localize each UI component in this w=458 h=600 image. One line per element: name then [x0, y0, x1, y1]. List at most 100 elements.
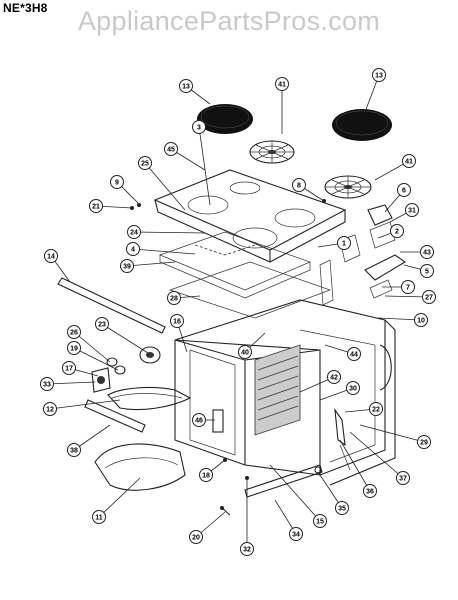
callout-number: 7	[406, 285, 410, 292]
callout-circle	[313, 514, 327, 528]
callout-circle	[240, 542, 254, 556]
callout-number: 43	[423, 250, 431, 257]
callout-circle	[337, 236, 351, 250]
callout-number: 23	[98, 322, 106, 329]
bake-element	[107, 386, 192, 411]
callout-circle	[170, 314, 184, 328]
callout-number: 44	[350, 352, 358, 359]
callout-14: 14	[44, 249, 71, 283]
callout-circle	[396, 471, 410, 485]
callout-10: 10	[377, 313, 428, 327]
callout-number: 15	[316, 519, 324, 526]
callout-number: 29	[420, 440, 428, 447]
callout-41: 41	[374, 154, 416, 181]
callout-circle	[402, 154, 416, 168]
leader-line	[132, 248, 196, 255]
callout-42: 42	[299, 370, 341, 393]
callout-circle	[43, 402, 57, 416]
callout-number: 26	[70, 330, 78, 337]
leader-line	[73, 347, 119, 371]
callout-number: 1	[342, 241, 346, 248]
callout-18: 18	[199, 459, 226, 482]
callout-number: 20	[192, 535, 200, 542]
callout-15: 15	[269, 464, 327, 528]
callout-9: 9	[110, 175, 141, 206]
callout-circle	[420, 245, 434, 259]
callout-circle	[275, 77, 289, 91]
callout-circle	[192, 120, 206, 134]
burner-box	[159, 231, 311, 299]
callout-circle	[120, 259, 134, 273]
callout-circle	[420, 264, 434, 278]
leader-line	[349, 431, 404, 479]
callout-number: 28	[170, 296, 178, 303]
callout-17: 17	[62, 361, 99, 377]
callout-circle	[110, 175, 124, 189]
callout-number: 2	[395, 229, 399, 236]
callout-number: 9	[115, 180, 119, 187]
callout-circle	[167, 291, 181, 305]
callout-number: 33	[43, 382, 51, 389]
surface-burner-left	[197, 104, 253, 134]
callout-number: 13	[182, 84, 190, 91]
callout-circle	[192, 413, 206, 427]
fan-motor	[139, 346, 161, 364]
callout-34: 34	[274, 499, 303, 541]
callout-number: 37	[399, 476, 407, 483]
callout-circle	[189, 530, 203, 544]
callout-number: 12	[46, 407, 54, 414]
leader-line	[126, 261, 176, 267]
callout-circle	[238, 345, 252, 359]
callout-number: 16	[173, 319, 181, 326]
callout-circle	[126, 242, 140, 256]
callout-circle	[363, 484, 377, 498]
callout-29: 29	[359, 424, 431, 449]
callout-44: 44	[324, 344, 361, 361]
element-bracket	[84, 399, 146, 433]
callout-36: 36	[339, 439, 377, 498]
callout-13: 13	[364, 68, 386, 113]
callout-circle	[89, 199, 103, 213]
callout-circle	[289, 527, 303, 541]
callout-number: 25	[141, 161, 149, 168]
callout-24: 24	[127, 225, 206, 239]
callout-number: 27	[425, 295, 433, 302]
callout-43: 43	[400, 245, 434, 259]
callout-circle	[127, 225, 141, 239]
callout-number: 35	[338, 506, 346, 513]
callout-number: 34	[292, 532, 300, 539]
callout-25: 25	[138, 156, 186, 211]
callout-3: 3	[192, 120, 211, 206]
callout-circle	[199, 468, 213, 482]
callout-27: 27	[384, 290, 436, 304]
callout-circle	[62, 361, 76, 375]
callout-20: 20	[189, 511, 226, 544]
callout-circle	[67, 443, 81, 457]
callout-6: 6	[384, 183, 411, 213]
callout-number: 21	[92, 204, 100, 211]
burner-grate-right	[324, 175, 372, 199]
callout-number: 14	[47, 254, 55, 261]
leader-line	[144, 162, 186, 211]
oven-light-assembly	[91, 357, 126, 393]
callout-39: 39	[120, 259, 176, 273]
callout-circle	[44, 249, 58, 263]
leader-line	[384, 295, 430, 298]
callout-11: 11	[92, 477, 141, 524]
callout-number: 40	[241, 350, 249, 357]
callout-1: 1	[317, 236, 351, 250]
callout-number: 41	[278, 82, 286, 89]
callout-21: 21	[89, 199, 133, 213]
oven-sensor	[212, 409, 224, 433]
callout-circle	[347, 347, 361, 361]
callout-circle	[422, 290, 436, 304]
callout-number: 22	[372, 407, 380, 414]
watermark: AppliancePartsPros.com	[77, 6, 381, 36]
leader-line	[377, 317, 422, 321]
callout-19: 19	[67, 341, 119, 371]
leader-line	[73, 331, 111, 363]
callout-circle	[405, 203, 419, 217]
callout-32: 32	[240, 478, 254, 556]
callout-16: 16	[170, 314, 188, 353]
